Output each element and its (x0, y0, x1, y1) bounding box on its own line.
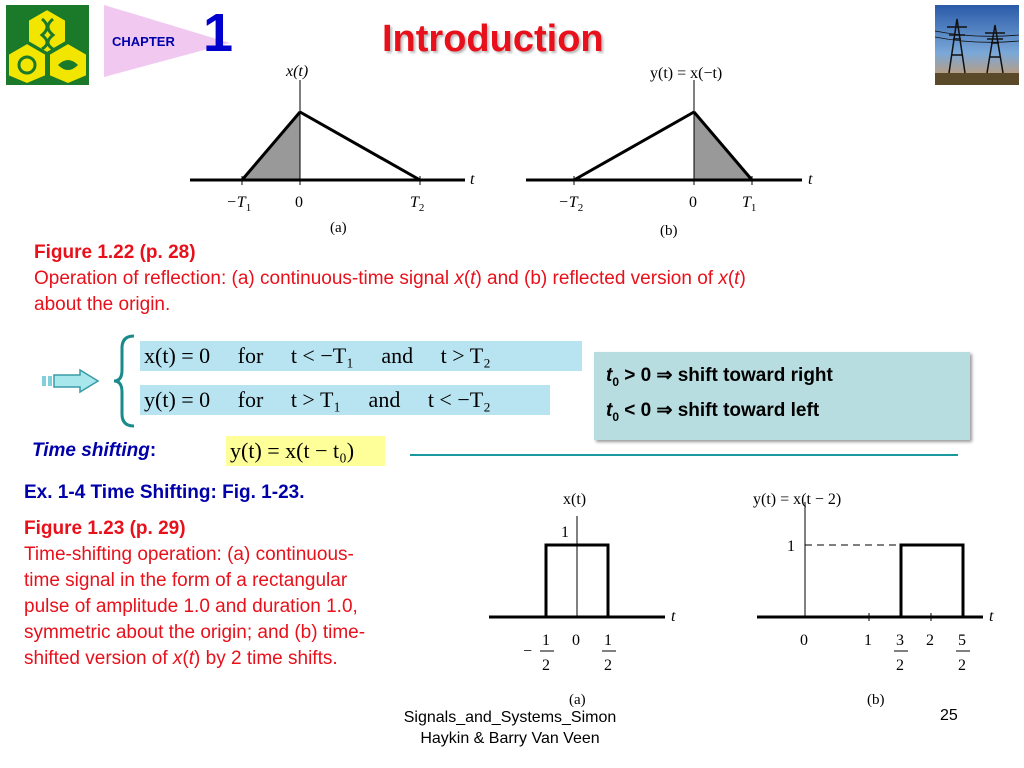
divider-line (410, 454, 958, 456)
fig-d-amp: 1 (787, 538, 795, 555)
fig-b-tick-neg-sub: 2 (578, 202, 584, 214)
fig-d-y-label: y(t) = x(t − 2) (753, 491, 841, 508)
fig-a-tick-zero: 0 (295, 194, 303, 211)
svg-text:T2: T2 (410, 194, 424, 214)
fig-c-x-label: x(t) (563, 491, 586, 508)
fig-c-num-pos: 1 (604, 632, 612, 649)
university-logo (6, 5, 89, 85)
caption-line: shifted version of x(t) by 2 time shifts… (24, 648, 338, 669)
fig-d-panel: (b) (867, 692, 885, 708)
shift-rules-box: t0 > 0 ⇒ shift toward right t0 < 0 ⇒ shi… (594, 352, 970, 440)
figure-pulse-a: x(t) 1 t − 1 2 0 1 2 (a) (489, 491, 676, 708)
fig-b-tick-pos-sub: 1 (751, 202, 757, 214)
caption-line: pulse of amplitude 1.0 and duration 1.0, (24, 596, 358, 617)
fig-c-panel: (a) (569, 692, 586, 708)
fig-a-panel: (a) (330, 220, 347, 236)
footer-source: Signals_and_Systems_Simon Haykin & Barry… (380, 707, 640, 749)
fig-c-den-pos: 2 (604, 657, 612, 674)
fig-c-t-axis: t (671, 608, 676, 625)
fig-d-zero: 0 (800, 632, 808, 649)
figure-caption-1-23: Figure 1.23 (p. 29) Time-shifting operat… (24, 516, 494, 672)
chapter-label: CHAPTER (112, 34, 175, 49)
fig-d-num-three: 3 (896, 632, 904, 649)
equation-time-shift: y(t) = x(t − t₀) (226, 436, 385, 466)
page-title: Introduction (382, 18, 604, 60)
fig-c-num-neg: 1 (542, 632, 550, 649)
fig-a-x-label: x(t) (285, 63, 308, 80)
example-label: Ex. 1-4 Time Shifting: Fig. 1-23. (24, 482, 305, 503)
equation-y-zero: y(t) = 0 for t > T₁ and t < −T₂ (140, 385, 550, 415)
figure-caption-1-22: Figure 1.22 (p. 28) Operation of reflect… (34, 240, 1004, 318)
fig-d-one: 1 (864, 632, 872, 649)
fig-b-tick-zero: 0 (689, 194, 697, 211)
fig-b-t-axis: t (808, 171, 813, 188)
fig-a-tick-neg-sub: 1 (246, 202, 252, 214)
figure-pulse-b: y(t) = x(t − 2) 1 t 0 1 3 2 2 5 2 (b) (753, 491, 994, 708)
fig-c-minus: − (523, 643, 532, 660)
right-arrow-icon (42, 368, 100, 394)
fig-d-den-five: 2 (958, 657, 966, 674)
fig-a-tick-neg: −T (226, 194, 247, 211)
fig-b-tick-pos: T (742, 194, 752, 211)
caption-heading: Figure 1.22 (p. 28) (34, 242, 196, 263)
chapter-number: 1 (203, 3, 234, 63)
fig-b-tick-neg: −T (558, 194, 579, 211)
footer-line: Haykin & Barry Van Veen (420, 730, 600, 747)
equation-x-zero: x(t) = 0 for t < −T₁ and t > T₂ (140, 341, 582, 371)
fig-d-two: 2 (926, 632, 934, 649)
figure-reflection-b: y(t) = x(−t) t −T2 0 T1 (b) (526, 65, 813, 239)
fig-a-t-axis: t (470, 171, 475, 188)
caption-body: Operation of reflection: (a) continuous-… (34, 268, 746, 289)
page-number: 25 (940, 707, 958, 724)
power-lines-photo (935, 5, 1019, 85)
shift-rule-right: t0 > 0 ⇒ shift toward right (606, 365, 833, 389)
fig-c-zero: 0 (572, 632, 580, 649)
left-brace-icon (113, 334, 135, 428)
caption-line: symmetric about the origin; and (b) time… (24, 622, 366, 643)
caption-heading: Figure 1.23 (p. 29) (24, 518, 186, 539)
footer-line: Signals_and_Systems_Simon (403, 709, 617, 726)
svg-text:T1: T1 (742, 194, 756, 214)
fig-b-y-label: y(t) = x(−t) (650, 65, 722, 82)
shift-rule-left: t0 < 0 ⇒ shift toward left (606, 400, 820, 424)
time-shifting-label: Time shifting: (32, 440, 157, 461)
fig-a-tick-pos-sub: 2 (419, 202, 425, 214)
fig-c-den-neg: 2 (542, 657, 550, 674)
fig-c-amp: 1 (561, 524, 569, 541)
caption-body-2: about the origin. (34, 294, 171, 315)
svg-text:−T2: −T2 (558, 194, 583, 214)
fig-b-panel: (b) (660, 223, 678, 239)
caption-line: time signal in the form of a rectangular (24, 570, 348, 591)
svg-text:−T1: −T1 (226, 194, 251, 214)
fig-d-t-axis: t (989, 608, 994, 625)
fig-a-tick-pos: T (410, 194, 420, 211)
fig-d-den-three: 2 (896, 657, 904, 674)
caption-line: Time-shifting operation: (a) continuous- (24, 544, 354, 565)
fig-d-num-five: 5 (958, 632, 966, 649)
chapter-banner (104, 5, 230, 77)
figure-reflection-a: x(t) t −T1 0 T2 (a) (190, 63, 475, 236)
